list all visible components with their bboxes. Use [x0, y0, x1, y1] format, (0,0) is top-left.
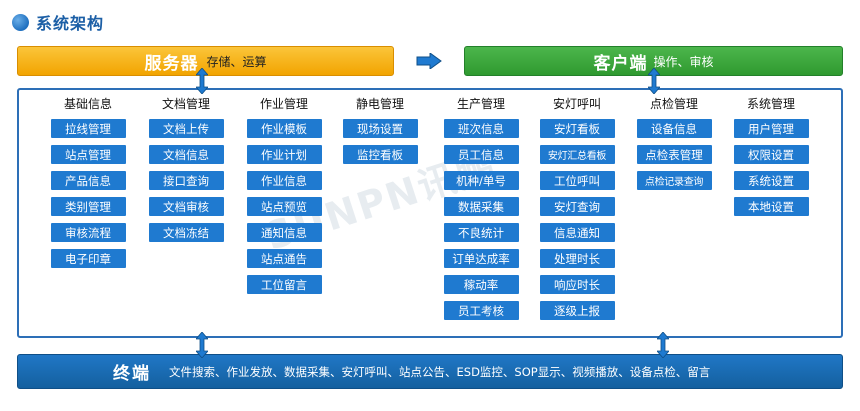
module-item: 工位呼叫 [539, 171, 615, 190]
panel-terminal-left-double-arrow-icon [196, 332, 208, 358]
module-item: 工位留言 [246, 275, 322, 294]
module-item: 通知信息 [246, 223, 322, 242]
module-item: 站点预览 [246, 197, 322, 216]
right-arrow-icon [416, 53, 442, 69]
module-item: 文档冻结 [148, 223, 224, 242]
module-item: 电子印章 [50, 249, 126, 268]
module-column: 系统管理用户管理权限设置系统设置本地设置 [731, 96, 811, 223]
module-item: 站点管理 [50, 145, 126, 164]
module-item: 不良统计 [443, 223, 519, 242]
server-bar: 服务器 存储、运算 [17, 46, 394, 76]
module-item: 系统设置 [733, 171, 809, 190]
page-header: 系统架构 [12, 11, 104, 33]
module-item: 响应时长 [539, 275, 615, 294]
module-item: 文档信息 [148, 145, 224, 164]
client-panel-double-arrow-icon [648, 68, 660, 94]
modules-panel [17, 88, 843, 338]
module-item: 作业计划 [246, 145, 322, 164]
server-label: 服务器 [144, 53, 199, 74]
module-item: 员工信息 [443, 145, 519, 164]
module-item: 员工考核 [443, 301, 519, 320]
module-item: 站点通告 [246, 249, 322, 268]
module-column-heading: 安灯呼叫 [552, 97, 601, 111]
client-sublabel: 操作、审核 [653, 54, 714, 69]
module-item: 处理时长 [539, 249, 615, 268]
module-item: 安灯看板 [539, 119, 615, 138]
module-item: 机种/单号 [443, 171, 519, 190]
module-item: 审核流程 [50, 223, 126, 242]
module-item: 作业模板 [246, 119, 322, 138]
module-item: 数据采集 [443, 197, 519, 216]
module-item: 信息通知 [539, 223, 615, 242]
module-item: 设备信息 [636, 119, 712, 138]
module-item: 监控看板 [342, 145, 418, 164]
module-item: 权限设置 [733, 145, 809, 164]
module-item: 类别管理 [50, 197, 126, 216]
module-item: 现场设置 [342, 119, 418, 138]
module-item: 产品信息 [50, 171, 126, 190]
module-item: 订单达成率 [443, 249, 519, 268]
terminal-label: 终端 [113, 364, 151, 384]
module-column-heading: 点检管理 [649, 97, 698, 111]
module-item: 本地设置 [733, 197, 809, 216]
module-column-heading: 静电管理 [355, 97, 404, 111]
module-item: 接口查询 [148, 171, 224, 190]
module-item: 用户管理 [733, 119, 809, 138]
module-column: 文档管理文档上传文档信息接口查询文档审核文档冻结 [146, 96, 226, 249]
panel-terminal-right-double-arrow-icon [657, 332, 669, 358]
module-column-heading: 生产管理 [456, 97, 505, 111]
module-column-heading: 作业管理 [259, 97, 308, 111]
module-item: 点检表管理 [636, 145, 712, 164]
module-column-heading: 基础信息 [63, 97, 112, 111]
module-item: 作业信息 [246, 171, 322, 190]
module-column: 作业管理作业模板作业计划作业信息站点预览通知信息站点通告工位留言 [244, 96, 324, 301]
module-column: 静电管理现场设置监控看板 [340, 96, 420, 171]
module-item: 文档审核 [148, 197, 224, 216]
module-item: 安灯汇总看板 [539, 145, 615, 164]
client-bar: 客户端 操作、审核 [464, 46, 843, 76]
module-column-heading: 系统管理 [746, 97, 795, 111]
module-item: 安灯查询 [539, 197, 615, 216]
module-column: 基础信息拉线管理站点管理产品信息类别管理审核流程电子印章 [48, 96, 128, 275]
page-title: 系统架构 [36, 14, 105, 33]
module-item: 文档上传 [148, 119, 224, 138]
module-column: 生产管理班次信息员工信息机种/单号数据采集不良统计订单达成率稼动率员工考核 [441, 96, 521, 327]
module-item: 班次信息 [443, 119, 519, 138]
module-item: 稼动率 [443, 275, 519, 294]
client-label: 客户端 [593, 53, 648, 74]
module-item: 点检记录查询 [636, 171, 712, 190]
terminal-bar: 终端 文件搜索、作业发放、数据采集、安灯呼叫、站点公告、ESD监控、SOP显示、… [17, 354, 843, 389]
module-column-heading: 文档管理 [161, 97, 210, 111]
terminal-sublabel: 文件搜索、作业发放、数据采集、安灯呼叫、站点公告、ESD监控、SOP显示、视频播… [169, 364, 711, 379]
title-bullet-icon [12, 13, 29, 31]
module-column: 点检管理设备信息点检表管理点检记录查询 [634, 96, 714, 197]
module-item: 逐级上报 [539, 301, 615, 320]
server-panel-double-arrow-icon [196, 68, 208, 94]
module-item: 拉线管理 [50, 119, 126, 138]
server-sublabel: 存储、运算 [206, 54, 267, 69]
module-column: 安灯呼叫安灯看板安灯汇总看板工位呼叫安灯查询信息通知处理时长响应时长逐级上报 [537, 96, 617, 327]
